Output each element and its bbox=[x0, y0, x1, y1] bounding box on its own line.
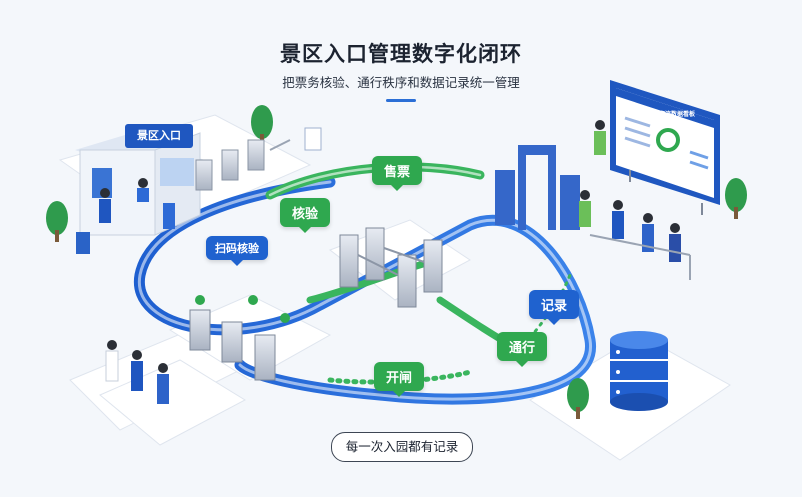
database-cylinder bbox=[610, 331, 668, 411]
central-turnstiles bbox=[339, 227, 443, 308]
ticket-booth bbox=[75, 132, 205, 254]
step-open: 开闸 bbox=[374, 362, 425, 397]
footer-note: 每一次入园都有记录 bbox=[331, 432, 473, 462]
people bbox=[99, 120, 691, 404]
dashboard-board bbox=[610, 80, 720, 215]
booth-sign: 景区入口 bbox=[125, 124, 193, 148]
step-verify: 核验 bbox=[280, 198, 331, 233]
step-ticket: 售票 bbox=[372, 156, 423, 191]
step-pass: 通行 bbox=[497, 332, 548, 367]
trees bbox=[46, 105, 747, 419]
page-subtitle: 把票务核验、通行秩序和数据记录统一管理 bbox=[282, 75, 520, 90]
title-accent-line bbox=[386, 99, 416, 102]
flow-loop bbox=[133, 162, 596, 405]
dashboard-header: 景区客流数据看板 bbox=[646, 111, 695, 118]
left-turnstiles bbox=[189, 295, 290, 381]
booth-gates bbox=[195, 127, 322, 191]
step-record: 记录 bbox=[529, 290, 580, 325]
page-title: 景区入口管理数字化闭环 bbox=[280, 42, 522, 66]
security-scanners bbox=[495, 145, 580, 230]
step-scan: 扫码核验 bbox=[206, 236, 268, 266]
